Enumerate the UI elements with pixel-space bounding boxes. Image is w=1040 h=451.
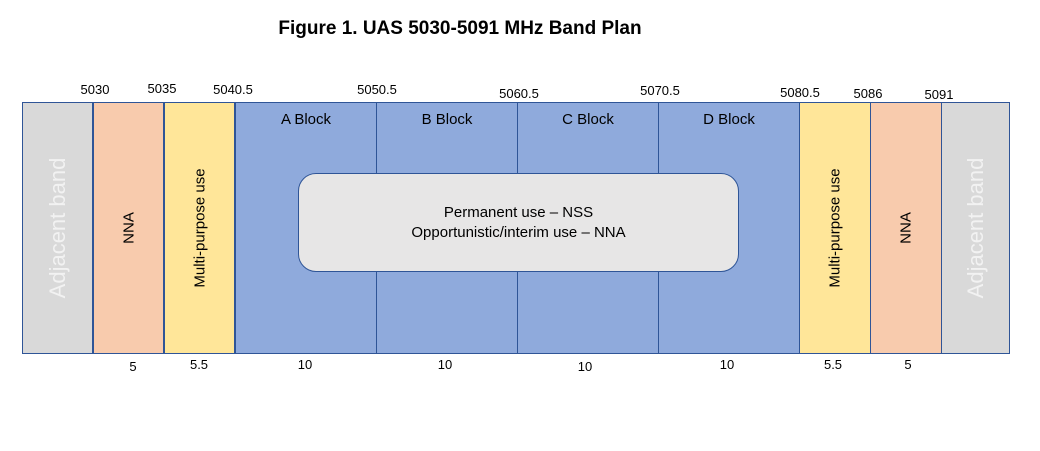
band-adjacent-right: Adjacent band bbox=[941, 102, 1010, 354]
width-label: 10 bbox=[577, 359, 593, 374]
band-label: Adjacent band bbox=[962, 157, 988, 299]
band-nna-right: NNA bbox=[870, 102, 942, 354]
band-label: C Block bbox=[562, 111, 614, 128]
freq-label: 5080.5 bbox=[780, 85, 820, 100]
band-multipurpose-right: Multi-purpose use bbox=[799, 102, 871, 354]
callout-line: Permanent use – NSS bbox=[443, 203, 594, 221]
band-label: A Block bbox=[280, 111, 332, 128]
band-label: Multi-purpose use bbox=[826, 168, 844, 288]
freq-label: 5091 bbox=[924, 87, 954, 102]
band-label: Multi-purpose use bbox=[191, 168, 208, 288]
freq-label: 5040.5 bbox=[213, 82, 253, 97]
freq-label: 5030 bbox=[80, 82, 110, 97]
freq-label: 5060.5 bbox=[499, 86, 539, 101]
freq-label: 5035 bbox=[147, 81, 177, 96]
band-multipurpose-left: Multi-purpose use bbox=[164, 102, 235, 354]
width-label: 5.5 bbox=[189, 357, 209, 372]
width-label: 5 bbox=[904, 357, 912, 372]
band-label: D Block bbox=[703, 111, 755, 128]
freq-label: 5086 bbox=[853, 86, 883, 101]
band-label: NNA bbox=[120, 212, 137, 244]
band-label: B Block bbox=[421, 111, 473, 128]
band-nna-left: NNA bbox=[93, 102, 164, 354]
width-label: 10 bbox=[719, 357, 735, 372]
band-label: Adjacent band bbox=[44, 157, 70, 299]
freq-label: 5070.5 bbox=[640, 83, 680, 98]
width-label: 5.5 bbox=[823, 357, 843, 372]
band-label: NNA bbox=[897, 212, 915, 244]
figure-title: Figure 1. UAS 5030-5091 MHz Band Plan bbox=[278, 18, 642, 39]
width-label: 10 bbox=[437, 357, 453, 372]
usage-callout: Permanent use – NSS Opportunistic/interi… bbox=[298, 173, 739, 272]
callout-line: Opportunistic/interim use – NNA bbox=[411, 223, 626, 241]
width-label: 5 bbox=[129, 359, 137, 374]
freq-label: 5050.5 bbox=[357, 82, 397, 97]
band-adjacent-left: Adjacent band bbox=[22, 102, 93, 354]
width-label: 10 bbox=[297, 357, 313, 372]
